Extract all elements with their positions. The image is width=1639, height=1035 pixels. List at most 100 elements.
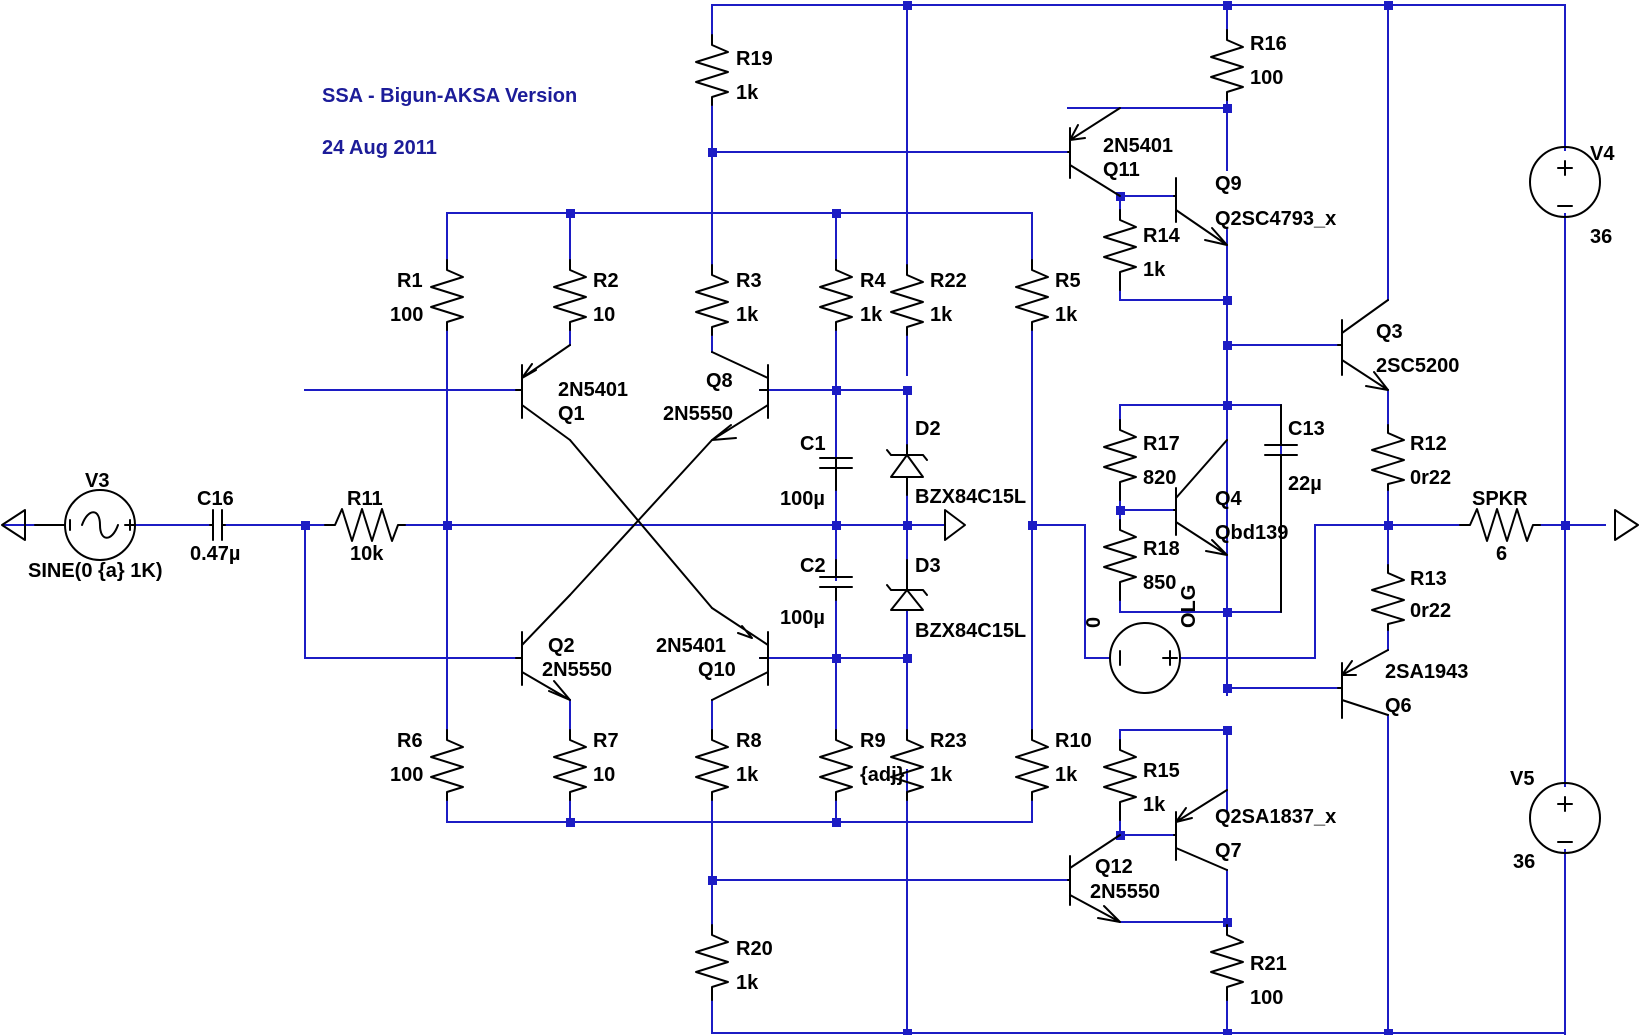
label-c1-value: 100µ: [780, 488, 825, 510]
label-q1-model: 2N5401: [558, 379, 628, 401]
label-q6-ref: Q6: [1385, 695, 1412, 717]
label-q2-model: 2N5550: [542, 659, 612, 681]
resistor-r8: [695, 729, 729, 801]
label-r10-value: 1k: [1055, 764, 1078, 786]
source-v4: [1529, 146, 1601, 218]
label-r1-value: 100: [390, 304, 423, 326]
label-q3-ref: Q3: [1376, 321, 1403, 343]
label-olg-value: 0: [1083, 617, 1105, 628]
transistor-q6: [1337, 649, 1389, 719]
label-r21-ref: R21: [1250, 953, 1287, 975]
diode-d2: [886, 444, 928, 496]
diode-symbols: [886, 444, 928, 611]
source-v3: [34, 489, 136, 561]
transistor-q2: [515, 594, 571, 701]
label-r12-value: 0r22: [1410, 467, 1451, 489]
label-olg-name: OLG: [1178, 585, 1200, 628]
source-symbols: [34, 146, 1601, 854]
label-r11-value: 10k: [350, 543, 384, 565]
resistor-r1: [430, 259, 464, 331]
label-r15-value: 1k: [1143, 794, 1166, 816]
label-q4-ref: Q4: [1215, 488, 1243, 510]
resistor-r22: [890, 264, 924, 336]
label-r10-ref: R10: [1055, 730, 1092, 752]
label-v3-value: SINE(0 {a} 1K): [28, 560, 163, 582]
label-q2-ref: Q2: [548, 635, 575, 657]
source-olg: [1109, 622, 1181, 694]
label-q9-model: Q2SC4793_x: [1215, 208, 1336, 230]
resistor-r7: [553, 729, 587, 801]
transistor-q7: [1173, 789, 1228, 871]
label-r5-ref: R5: [1055, 270, 1081, 292]
resistor-r20: [695, 924, 729, 1001]
resistor-r19: [695, 34, 729, 106]
label-c16-value: 0.47µ: [190, 543, 240, 565]
resistor-r3: [695, 264, 729, 336]
transistor-symbols: [515, 107, 1389, 923]
label-r14-value: 1k: [1143, 259, 1166, 281]
wires: [4, 4, 1606, 1035]
label-r23-value: 1k: [930, 764, 953, 786]
capacitor-c1: [819, 457, 853, 491]
label-q6-model: 2SA1943: [1385, 661, 1468, 683]
resistor-r12: [1371, 424, 1405, 491]
diode-d3: [886, 559, 928, 611]
label-c2-ref: C2: [800, 555, 826, 577]
label-q7-model: Q2SA1837_x: [1215, 806, 1336, 828]
label-c1-ref: C1: [800, 433, 826, 455]
label-r9-ref: R9: [860, 730, 886, 752]
label-r18-ref: R18: [1143, 538, 1180, 560]
capacitor-c13: [1264, 404, 1298, 613]
label-q10-model: 2N5401: [656, 635, 726, 657]
label-r17-ref: R17: [1143, 433, 1180, 455]
label-spkr-value: 6: [1496, 543, 1507, 565]
label-v5-value: 36: [1513, 851, 1535, 873]
label-d3-value: BZX84C15L: [915, 620, 1026, 642]
resistor-r4: [819, 259, 853, 331]
port-mid-icon: [944, 509, 966, 541]
label-q12-ref: Q12: [1095, 856, 1133, 878]
label-r17-value: 820: [1143, 467, 1176, 489]
source-v5: [1529, 782, 1601, 854]
label-c2-value: 100µ: [780, 607, 825, 629]
label-q9-ref: Q9: [1215, 173, 1242, 195]
resistor-r5: [1015, 259, 1049, 331]
label-v3-ref: V3: [85, 470, 109, 492]
label-r22-value: 1k: [930, 304, 953, 326]
resistor-r14: [1103, 209, 1137, 291]
resistor-r18: [1103, 519, 1137, 601]
label-d3-ref: D3: [915, 555, 941, 577]
label-r9-value: {adj}: [860, 764, 905, 786]
capacitor-c16: [209, 509, 226, 541]
transistor-q12: [1067, 834, 1121, 923]
label-r7-value: 10: [593, 764, 615, 786]
resistor-r11: [324, 508, 406, 542]
label-r21-value: 100: [1250, 987, 1283, 1009]
label-v5-ref: V5: [1510, 768, 1534, 790]
label-r14-ref: R14: [1143, 225, 1181, 247]
capacitor-c2: [819, 559, 853, 601]
label-r19-value: 1k: [736, 82, 759, 104]
label-r13-value: 0r22: [1410, 600, 1451, 622]
resistor-r6: [430, 729, 464, 801]
resistor-r10: [1015, 729, 1049, 801]
label-q3-model: 2SC5200: [1376, 355, 1459, 377]
transistor-q4: [1173, 439, 1228, 556]
label-q12-model: 2N5550: [1090, 881, 1160, 903]
label-c13-ref: C13: [1288, 418, 1325, 440]
resistor-r17: [1103, 419, 1137, 501]
label-c13-value: 22µ: [1288, 473, 1322, 495]
label-v4-value: 36: [1590, 226, 1612, 248]
label-r2-value: 10: [593, 304, 615, 326]
label-q1-ref: Q1: [558, 403, 585, 425]
label-r16-value: 100: [1250, 67, 1283, 89]
label-spkr-ref: SPKR: [1472, 488, 1528, 510]
label-r11-ref: R11: [347, 488, 383, 510]
label-q11-model: 2N5401: [1103, 135, 1173, 157]
labels: V3 SINE(0 {a} 1K) V4 36 V5 36 0 OLG R1 1…: [28, 33, 1615, 1009]
resistor-r16: [1210, 29, 1244, 101]
label-r23-ref: R23: [930, 730, 967, 752]
label-r3-value: 1k: [736, 304, 759, 326]
label-q8-model: 2N5550: [663, 403, 733, 425]
